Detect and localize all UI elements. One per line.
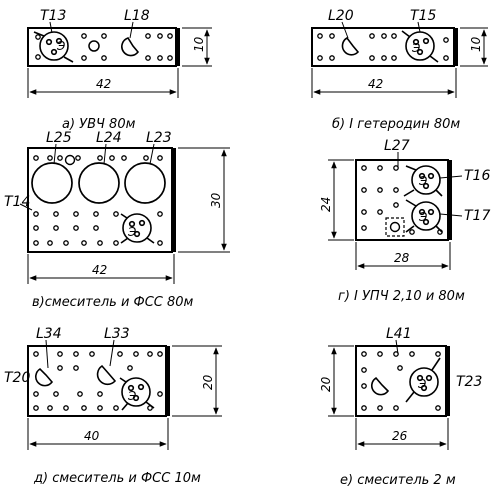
board-a-hole-large (88, 40, 100, 52)
transistor-socket (33, 31, 74, 63)
leader-l23 (149, 143, 155, 165)
board-v-pin-label: Э (127, 225, 137, 239)
board-a-shade (176, 28, 180, 66)
board-e-shade (446, 346, 450, 416)
board-g-holes (361, 165, 443, 235)
label-l27: L27 (384, 138, 410, 154)
leader-t15 (417, 21, 421, 33)
label-t16: Т16 (464, 168, 490, 184)
transistor-socket (405, 357, 441, 403)
leader-l33 (109, 339, 115, 367)
board-e-height: 20 (319, 376, 333, 392)
board-e: Э L41 Т23 20 26 е) смеситель 2 м (319, 326, 482, 488)
board-g: Э Э L27 Т16 Т17 24 28 г) I УПЧ 2,10 и 80… (319, 138, 490, 304)
board-e-holes (361, 351, 441, 411)
board-g-pin-label-1: Э (418, 174, 428, 188)
transistor-socket (120, 213, 155, 244)
coil-hole (121, 37, 140, 57)
board-e-pin-label: Э (417, 377, 427, 391)
coil-hole (371, 376, 390, 396)
board-g-trimmer-hole (389, 221, 401, 233)
leader-l18 (129, 21, 134, 39)
leader-l24 (103, 143, 107, 165)
coil-hole (341, 36, 360, 56)
board-g-outline (355, 159, 449, 241)
board-b: Э L20 Т15 10 42 б) I гетеродин 80м (311, 8, 488, 132)
leader-l20 (341, 21, 349, 39)
board-v-shade (172, 148, 176, 252)
board-e-outline (355, 345, 447, 417)
leader-l34 (45, 339, 49, 369)
board-v-height: 30 (209, 192, 223, 208)
coil-l33 (96, 364, 117, 386)
board-d: Э L34 L33 Т20 20 40 д) смеситель и ФСС 1… (4, 326, 222, 486)
leader-t17 (439, 213, 463, 217)
board-a-width: 42 (96, 77, 111, 91)
board-g-pin-label-2: Э (418, 210, 428, 224)
coil-l23 (124, 162, 166, 204)
board-d-holes (33, 351, 163, 411)
board-d-shade (166, 346, 170, 416)
board-b-width: 42 (368, 77, 383, 91)
board-e-caption: е) смеситель 2 м (340, 473, 456, 488)
board-d-pin-label: Э (127, 389, 137, 403)
label-l23: L23 (146, 130, 172, 146)
board-v: Э L25 L24 L23 Т14 30 42 в)смеситель и ФС… (4, 130, 230, 310)
board-b-caption: б) I гетеродин 80м (332, 117, 460, 132)
board-a-height: 10 (192, 36, 206, 52)
board-g-caption: г) I УПЧ 2,10 и 80м (338, 289, 465, 304)
board-g-width: 28 (394, 251, 410, 265)
board-v-hole-top (64, 154, 76, 166)
transistor-socket (405, 199, 443, 233)
label-l18: L18 (124, 8, 150, 24)
label-l34: L34 (36, 326, 62, 342)
leader-l25 (53, 143, 57, 165)
label-l25: L25 (46, 130, 72, 146)
board-g-trimmer-outline (385, 217, 405, 237)
label-l33: L33 (104, 326, 130, 342)
label-t17: Т17 (464, 208, 490, 224)
board-b-holes (317, 33, 449, 61)
board-b-height: 10 (469, 36, 483, 52)
label-l41: L41 (386, 326, 412, 342)
coil-l24 (78, 162, 120, 204)
transistor-socket (119, 377, 155, 411)
transistor-socket (401, 30, 439, 63)
leader-t13 (49, 21, 53, 34)
board-b-shade (454, 28, 458, 66)
board-g-shade (448, 160, 452, 240)
label-t23: Т23 (456, 374, 482, 390)
label-t15: Т15 (410, 8, 436, 24)
board-a: Э Т13 L18 10 42 а) УВЧ 80м (27, 8, 212, 132)
label-l24: L24 (96, 130, 122, 146)
board-v-outline (27, 147, 173, 253)
board-v-holes (33, 155, 163, 246)
board-d-width: 40 (84, 429, 100, 443)
board-d-height: 20 (201, 374, 215, 390)
leader-t16 (439, 175, 463, 179)
board-v-width: 42 (92, 263, 107, 277)
board-d-caption: д) смеситель и ФСС 10м (33, 471, 201, 486)
leader-t14 (19, 203, 33, 211)
label-l20: L20 (328, 8, 354, 24)
coil-l34 (35, 367, 54, 387)
board-b-pin-label: Э (411, 41, 421, 55)
board-g-height: 24 (319, 197, 333, 212)
board-a-caption: а) УВЧ 80м (62, 117, 136, 132)
board-e-width: 26 (392, 429, 408, 443)
leader-l41 (395, 339, 399, 355)
transistor-socket (403, 165, 443, 197)
board-a-holes (35, 33, 173, 61)
coil-l25 (31, 162, 73, 204)
board-a-pin-label: Э (56, 39, 66, 53)
board-v-caption: в)смеситель и ФСС 80м (32, 295, 194, 310)
label-t20: Т20 (4, 370, 30, 386)
label-t13: Т13 (40, 8, 66, 24)
